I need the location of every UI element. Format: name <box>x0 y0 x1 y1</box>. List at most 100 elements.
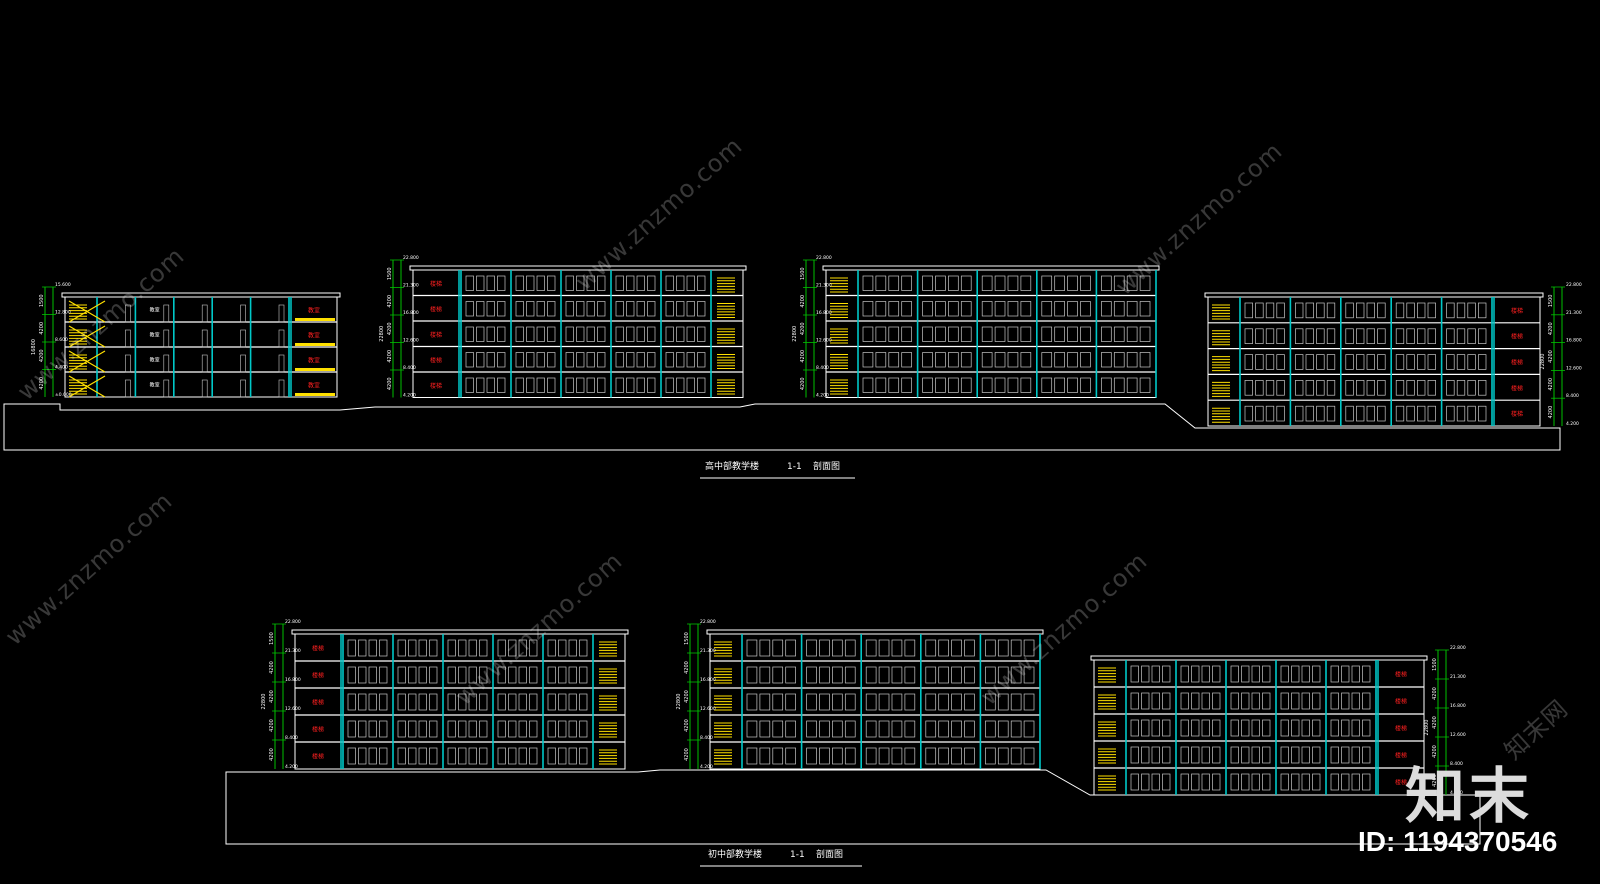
stair-flight <box>68 350 106 373</box>
level-label: 4.200 <box>285 764 298 770</box>
level-label: 22.800 <box>700 619 716 625</box>
window <box>1341 692 1350 710</box>
window <box>1351 773 1360 791</box>
window <box>1467 354 1476 370</box>
window <box>997 666 1009 684</box>
level-label: 8.400 <box>285 735 298 741</box>
window <box>447 747 456 765</box>
dimension-label: 4200 <box>684 719 690 732</box>
window <box>875 352 887 368</box>
window <box>938 720 949 738</box>
level-label: 4.200 <box>403 393 416 399</box>
window <box>615 275 624 291</box>
window <box>529 666 538 684</box>
window <box>626 275 635 291</box>
window <box>1291 665 1300 683</box>
level-label: 21.300 <box>816 283 832 289</box>
window <box>568 639 577 657</box>
window <box>901 377 912 393</box>
window <box>960 377 972 393</box>
section-number: 1-1 <box>790 850 805 860</box>
door <box>278 379 285 398</box>
level-label: 22.800 <box>816 255 832 261</box>
door <box>278 329 285 348</box>
window <box>1262 746 1271 764</box>
window <box>526 301 535 317</box>
window <box>904 747 916 765</box>
window <box>397 747 406 765</box>
window <box>465 377 474 393</box>
window <box>676 352 685 368</box>
room-label: 教室 <box>308 307 320 315</box>
window <box>529 720 538 738</box>
window <box>994 326 1006 342</box>
window <box>1312 719 1321 737</box>
window <box>1139 275 1151 291</box>
window <box>458 747 467 765</box>
room-label: 楼梯 <box>1395 698 1407 706</box>
window <box>1330 665 1339 683</box>
window <box>1054 352 1065 368</box>
window <box>981 275 993 291</box>
window <box>458 720 467 738</box>
building-outline <box>1093 659 1425 796</box>
room-label: 楼梯 <box>312 726 324 734</box>
window <box>1316 380 1325 396</box>
window <box>759 747 771 765</box>
dimension-label: 4200 <box>387 377 393 390</box>
window <box>875 301 887 317</box>
building-3: 150042004200420042002280022.80021.30016.… <box>792 255 1160 399</box>
window <box>1007 377 1019 393</box>
window <box>1301 773 1310 791</box>
window <box>891 666 903 684</box>
room-label: 楼梯 <box>312 699 324 707</box>
window <box>1067 275 1078 291</box>
door <box>125 304 131 323</box>
level-label: 16.800 <box>403 310 419 316</box>
window <box>878 639 890 657</box>
level-label: 4.200 <box>816 393 829 399</box>
window <box>1301 665 1310 683</box>
total-height-label: 22800 <box>261 694 267 710</box>
window <box>925 747 937 765</box>
window <box>636 377 645 393</box>
window <box>536 326 545 342</box>
window <box>1054 275 1065 291</box>
window <box>486 377 495 393</box>
level-label: 21.300 <box>403 283 419 289</box>
dimension-label: 4200 <box>1432 774 1438 787</box>
window <box>686 352 695 368</box>
window <box>418 639 427 657</box>
window <box>935 377 946 393</box>
window <box>1080 352 1091 368</box>
level-label: 21.300 <box>1450 674 1466 680</box>
window <box>1212 719 1221 737</box>
level-label: 21.300 <box>1566 310 1582 316</box>
window <box>746 666 758 684</box>
image-id-label: ID: 1194370546 <box>1358 826 1558 857</box>
window <box>379 639 388 657</box>
window <box>862 352 874 368</box>
dimension-label: 1500 <box>387 267 393 280</box>
window <box>1141 665 1150 683</box>
window <box>1201 773 1210 791</box>
window <box>1377 405 1386 422</box>
door <box>201 329 208 348</box>
window <box>994 275 1006 291</box>
total-height-label: 22800 <box>676 694 682 710</box>
room-label: 教室 <box>150 357 160 364</box>
window <box>985 720 996 738</box>
window <box>1305 354 1314 370</box>
door <box>163 379 170 398</box>
window <box>347 747 356 765</box>
window <box>626 326 635 342</box>
window <box>1417 380 1426 396</box>
window <box>579 639 588 657</box>
window <box>536 377 545 393</box>
window <box>1417 328 1426 344</box>
window <box>647 275 656 291</box>
section-high-school: 教室教室教室教室教室教室教室教室15004200420042001680015.… <box>3 255 1582 479</box>
window <box>904 720 916 738</box>
window <box>1427 302 1436 319</box>
room-label: 楼梯 <box>430 280 442 288</box>
